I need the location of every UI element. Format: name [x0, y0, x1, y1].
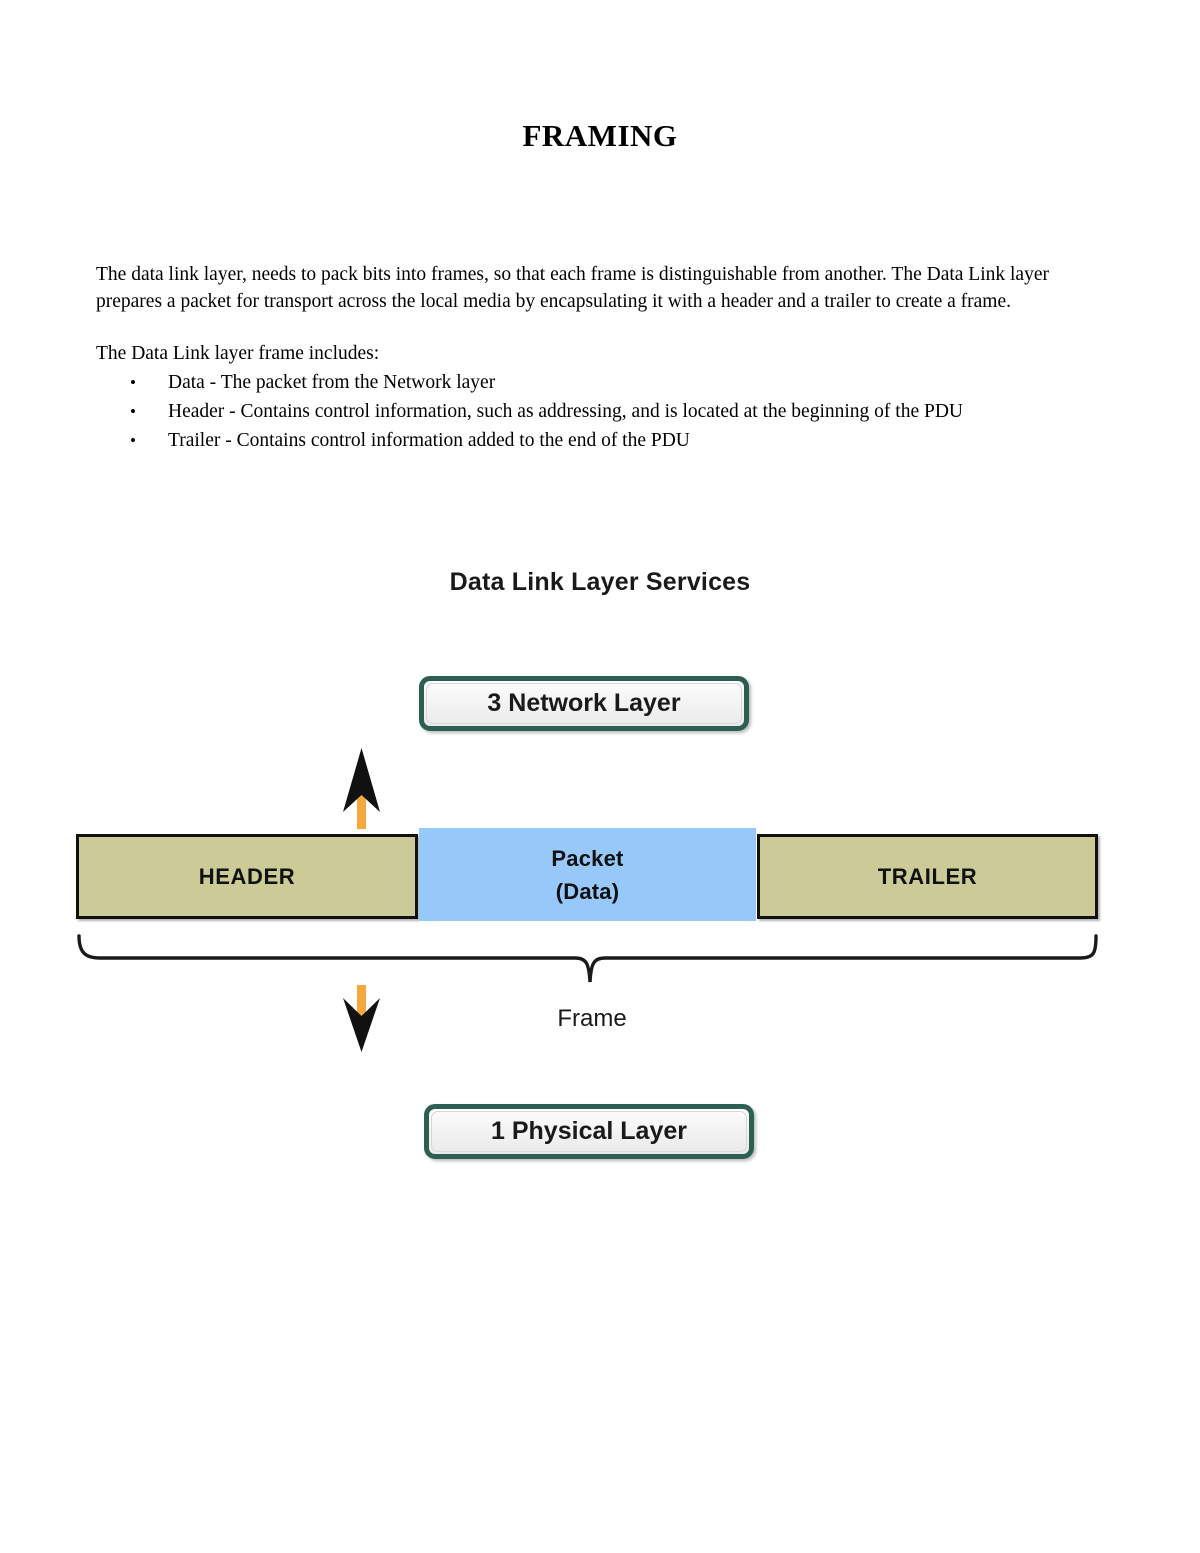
- diagram-title: Data Link Layer Services: [449, 568, 751, 596]
- frame-packet-label-line1: Packet: [551, 845, 624, 871]
- frame-trailer-segment: TRAILER: [757, 834, 1098, 919]
- list-item: • Data - The packet from the Network lay…: [96, 368, 1072, 397]
- list-item-label: Trailer - Contains control information a…: [168, 429, 690, 451]
- arrow-down-to-physical-layer: [343, 985, 380, 1052]
- frame-brace: [77, 934, 1098, 983]
- frame-packet-label-line2: (Data): [555, 878, 620, 904]
- frame-brace-label: Frame: [557, 1005, 627, 1032]
- intro-paragraph: The data link layer, needs to pack bits …: [96, 264, 1049, 312]
- network-layer-box: 3 Network Layer: [419, 676, 749, 731]
- frame-brace-label-wrap: Frame: [0, 1005, 1200, 1033]
- frame-header-segment: HEADER: [76, 834, 418, 919]
- frame-includes-paragraph: The Data Link layer frame includes:: [96, 343, 380, 364]
- bullet-icon: •: [130, 430, 136, 450]
- list-item-label: Data - The packet from the Network layer: [168, 371, 496, 393]
- frame-packet-segment: Packet (Data): [419, 828, 756, 921]
- list-item-label: Header - Contains control information, s…: [168, 400, 963, 422]
- page-title: FRAMING: [522, 118, 678, 153]
- frame-header-label: HEADER: [198, 863, 296, 889]
- bullet-icon: •: [130, 401, 136, 421]
- document-body: The data link layer, needs to pack bits …: [96, 262, 1072, 455]
- list-item: • Header - Contains control information,…: [96, 397, 1072, 426]
- arrow-up-to-network-layer: [343, 748, 380, 829]
- frame-trailer-label: TRAILER: [877, 863, 978, 889]
- physical-layer-label: 1 Physical Layer: [491, 1117, 687, 1145]
- network-layer-label: 3 Network Layer: [487, 689, 681, 717]
- physical-layer-box: 1 Physical Layer: [424, 1104, 754, 1159]
- list-item: • Trailer - Contains control information…: [96, 426, 1072, 455]
- frame-includes-list: • Data - The packet from the Network lay…: [96, 368, 1072, 455]
- bullet-icon: •: [130, 372, 136, 392]
